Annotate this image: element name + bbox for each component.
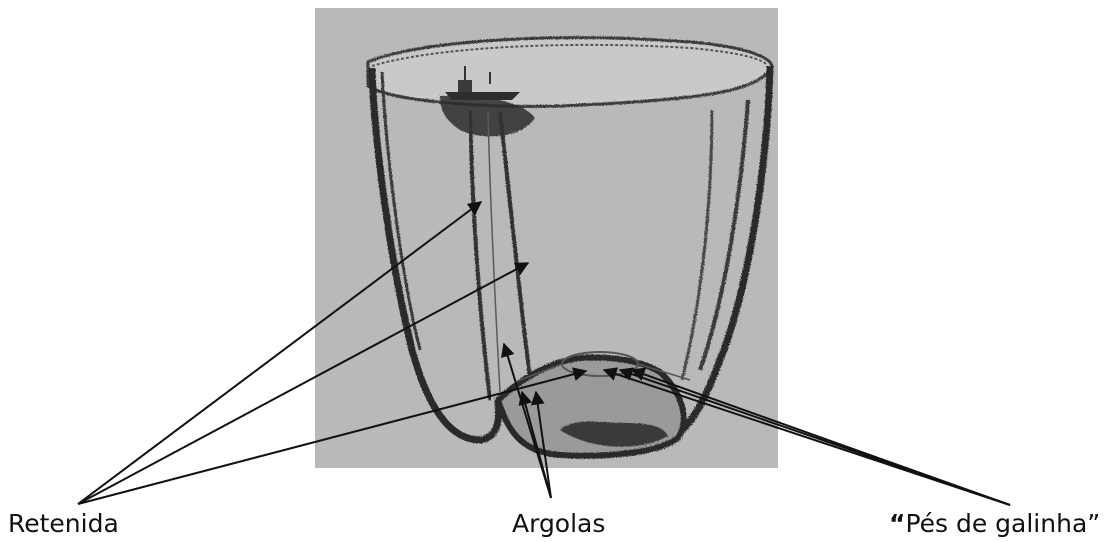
label-argolas: Argolas	[512, 511, 605, 536]
label-pes-text: Pés de galinha”	[905, 509, 1100, 538]
net-illustration	[315, 8, 778, 468]
label-pes-de-galinha: “Pés de galinha”	[889, 511, 1100, 536]
label-pes-open-quote: “	[889, 509, 905, 538]
label-retenida: Retenida	[8, 511, 119, 536]
